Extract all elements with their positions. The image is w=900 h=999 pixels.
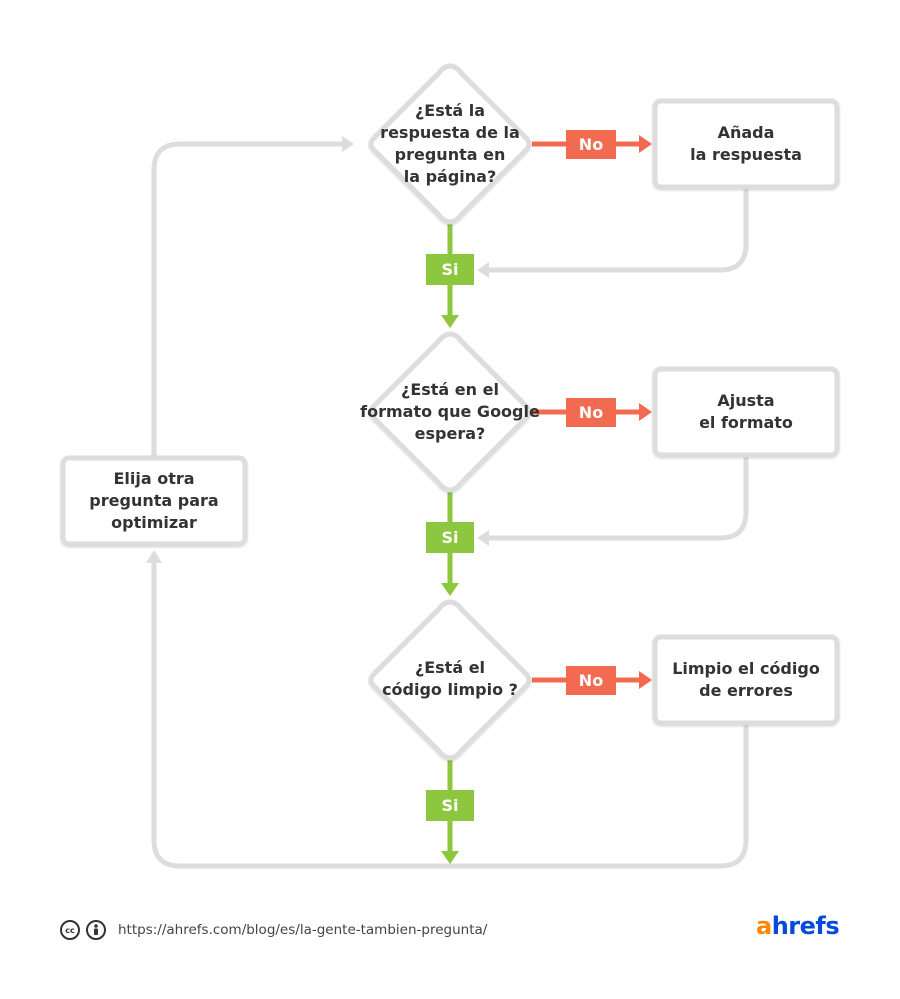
decision-2-label: ¿Está en el formato que Google espera? — [360, 380, 540, 443]
loop-arrowhead-1 — [477, 262, 489, 278]
restart-box — [60, 455, 248, 547]
yes-tag-2-bg — [426, 522, 474, 553]
no-tag-1-bg — [566, 130, 616, 159]
decision-1-label: ¿Está la respuesta de la pregunta en la … — [380, 101, 520, 186]
ahrefs-logo: ahrefs — [756, 912, 840, 940]
yes-tag-3: Si — [441, 795, 459, 815]
brand-rest: hrefs — [771, 912, 840, 940]
decision-3-label: ¿Está el código limpio ? — [382, 658, 518, 699]
decision-diamond-2 — [368, 331, 532, 493]
action-box-3 — [652, 634, 840, 726]
yes-tag-2: Si — [441, 527, 459, 547]
loop-arrowhead-restart — [146, 550, 162, 563]
no-tag-2: No — [578, 402, 604, 422]
source-url[interactable]: https://ahrefs.com/blog/es/la-gente-tamb… — [118, 922, 488, 938]
loop-a3-bottom-to-restart — [151, 562, 749, 869]
loop-arrowhead-q1 — [342, 136, 354, 152]
no-tag-1: No — [578, 134, 604, 154]
yes-tag-3-bg — [426, 790, 474, 821]
action-3-label: Limpio el código de errores — [672, 659, 820, 700]
loop-a1-to-si1 — [488, 186, 749, 273]
cc-icon: cc — [60, 920, 80, 940]
yes-tag-1-bg — [426, 254, 474, 285]
brand-a: a — [756, 912, 772, 940]
loop-restart-to-q1 — [151, 141, 342, 458]
action-1-label: Añada la respuesta — [690, 123, 802, 164]
loop-a2-to-si2 — [488, 454, 749, 541]
decision-diamond-1 — [368, 63, 532, 225]
loop-arrowhead-2 — [477, 530, 489, 546]
yes-tag-1: Si — [441, 259, 459, 279]
restart-label: Elija otra pregunta para optimizar — [89, 469, 219, 532]
no-tag-3-bg — [566, 666, 616, 695]
action-2-label: Ajusta el formato — [699, 391, 793, 432]
footer: cc https://ahrefs.com/blog/es/la-gente-t… — [60, 917, 487, 943]
decision-diamond-3 — [368, 599, 532, 761]
action-box-1 — [652, 98, 840, 190]
no-tag-2-bg — [566, 398, 616, 427]
action-box-2 — [652, 366, 840, 458]
no-tag-3: No — [578, 670, 604, 690]
attribution-icon — [86, 920, 106, 940]
